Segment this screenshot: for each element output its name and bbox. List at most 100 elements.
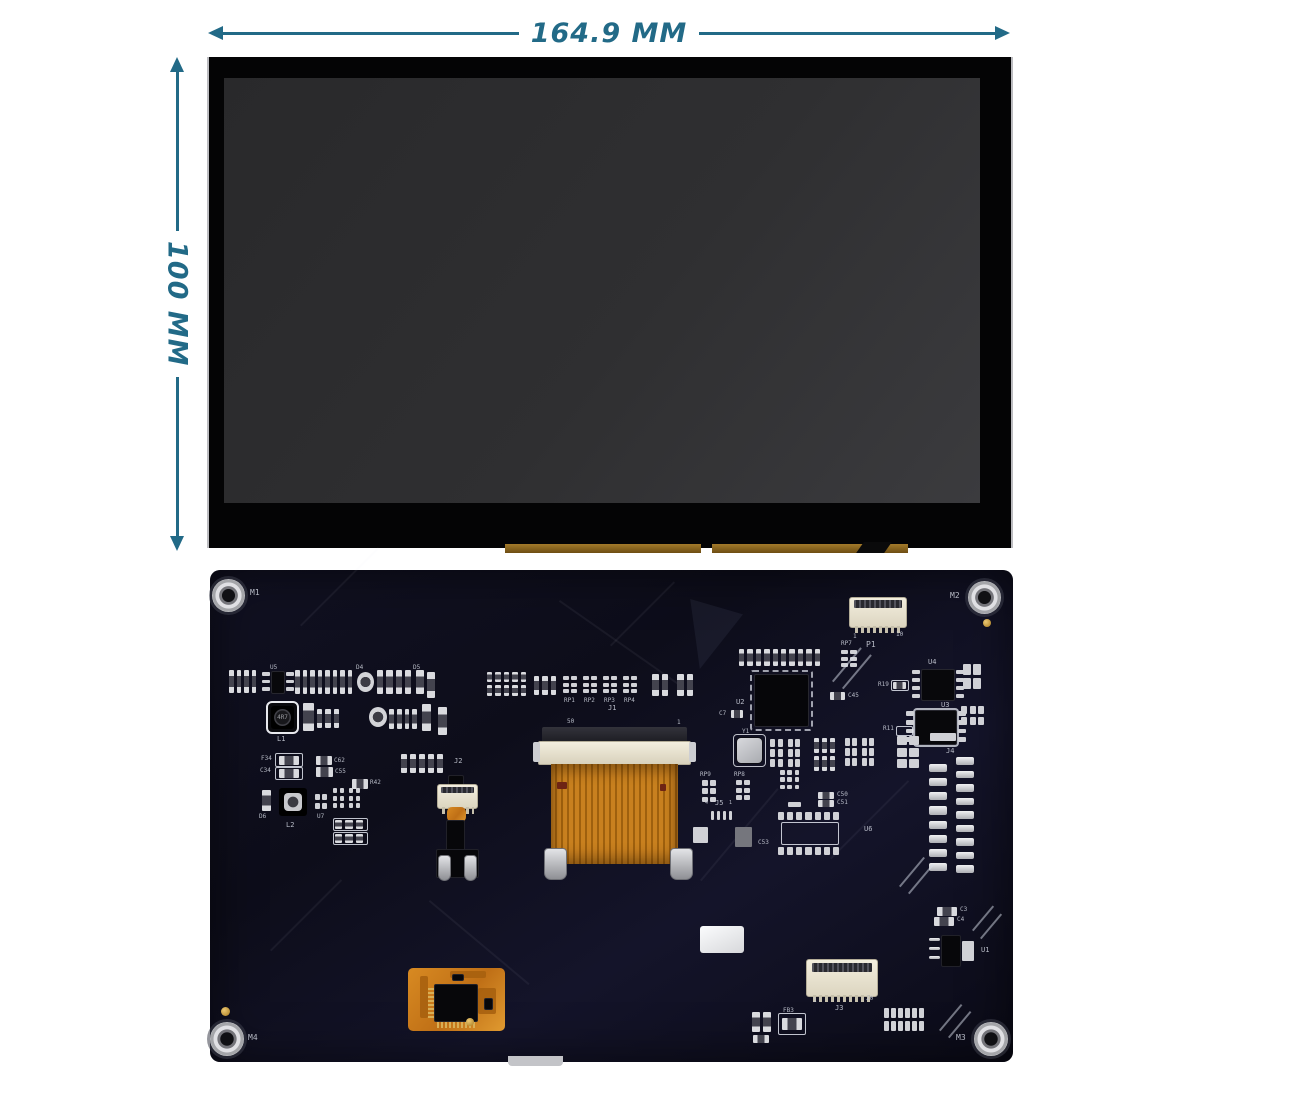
silkscreen-label: L1 xyxy=(277,735,286,743)
smd-row xyxy=(487,672,529,682)
silkscreen-label: U6 xyxy=(864,825,873,833)
pad-column xyxy=(929,938,940,965)
smd-component xyxy=(438,707,447,735)
smd-cluster xyxy=(770,739,785,769)
smd-cluster xyxy=(963,664,983,691)
pad-row xyxy=(778,847,842,855)
smd-row xyxy=(229,670,259,693)
silkscreen-label: RP7 xyxy=(841,640,852,647)
silkscreen-label: R19 xyxy=(878,681,889,688)
smd-cluster xyxy=(349,788,362,811)
silkscreen-label: U7 xyxy=(317,813,325,820)
silkscreen-label: J3 xyxy=(835,1004,844,1012)
board-tab xyxy=(508,1056,563,1066)
silkscreen-label: RP8 xyxy=(734,771,745,778)
silkscreen-outline xyxy=(275,767,303,780)
ribbon-end-cap xyxy=(544,848,567,880)
solder-pad xyxy=(735,827,752,847)
silkscreen-line xyxy=(899,856,925,888)
height-dimension-label: 100 MM xyxy=(161,241,193,367)
flex-edge-strip xyxy=(505,544,701,553)
silkscreen-label: D5 xyxy=(413,664,421,671)
ic-chip xyxy=(262,671,294,694)
silkscreen-label: U4 xyxy=(928,658,937,666)
arrow-down-icon xyxy=(170,536,184,551)
smd-component xyxy=(937,907,957,916)
silkscreen-label: U3 xyxy=(941,701,950,709)
silkscreen-label: C45 xyxy=(848,692,859,699)
silkscreen-outline xyxy=(333,818,368,831)
diode-pad xyxy=(369,707,387,727)
silkscreen-label: M4 xyxy=(248,1033,258,1042)
smd-row xyxy=(752,1012,774,1032)
silkscreen-label: U2 xyxy=(736,698,745,706)
test-point xyxy=(466,1018,474,1026)
chip-component xyxy=(446,820,465,852)
silkscreen-label: D4 xyxy=(356,664,364,671)
smd-cluster xyxy=(333,788,346,811)
white-label xyxy=(700,926,744,953)
silkscreen-outline xyxy=(781,822,839,845)
smd-cluster xyxy=(841,650,859,670)
silkscreen-label: J2 xyxy=(454,757,463,765)
silkscreen-label: C51 xyxy=(837,799,848,806)
silkscreen-label: P1 xyxy=(866,640,876,649)
smd-row xyxy=(677,674,696,696)
silkscreen-label: M3 xyxy=(956,1033,966,1042)
silkscreen-label: J1 xyxy=(608,704,617,712)
silkscreen-outline xyxy=(891,680,909,691)
screw-hole xyxy=(974,1022,1008,1056)
smd-row xyxy=(335,820,366,829)
smd-component xyxy=(279,769,299,778)
smd-row xyxy=(335,834,366,843)
lcd-screen xyxy=(224,78,980,503)
lcd-front-view xyxy=(207,57,1013,548)
silkscreen-label: U1 xyxy=(981,946,990,954)
fpc-connector xyxy=(806,959,878,1002)
ribbon-end-cap xyxy=(438,855,451,881)
silkscreen-outline xyxy=(896,726,913,736)
test-point xyxy=(983,619,991,627)
smd-cluster xyxy=(736,780,752,803)
silkscreen-label: C7 xyxy=(719,710,727,717)
silkscreen-outline xyxy=(778,1013,806,1035)
silkscreen-label: C34 xyxy=(260,767,271,774)
chip-pins xyxy=(428,988,434,1018)
smd-cluster xyxy=(583,676,599,696)
smd-component xyxy=(818,792,834,799)
flex-marking xyxy=(660,784,666,791)
smd-component xyxy=(279,756,299,765)
test-point xyxy=(221,1007,230,1016)
solder-pad xyxy=(930,733,956,741)
smd-cluster xyxy=(603,676,619,696)
smd-cluster xyxy=(897,736,921,771)
pad-row xyxy=(711,811,735,820)
smd-component xyxy=(830,692,845,700)
silkscreen-label: L2 xyxy=(286,821,295,829)
silkscreen-label: R11 xyxy=(883,725,894,732)
smd-cluster xyxy=(862,738,876,768)
solder-pad xyxy=(788,802,801,807)
silkscreen-label: 4 xyxy=(705,800,709,806)
silkscreen-line xyxy=(300,547,380,627)
smd-cluster xyxy=(780,770,802,792)
smd-cluster xyxy=(961,706,987,727)
arrow-left-icon xyxy=(208,26,223,40)
silkscreen-label: RP9 xyxy=(700,771,711,778)
silkscreen-label: 20 xyxy=(866,995,874,1002)
smd-cluster xyxy=(788,739,802,769)
smd-component xyxy=(731,710,743,718)
silkscreen-label: D6 xyxy=(259,813,267,820)
smd-row xyxy=(814,756,838,771)
smd-cluster xyxy=(315,794,329,811)
silkscreen-line xyxy=(908,863,934,895)
silkscreen-label: 10 xyxy=(896,631,904,638)
smd-component xyxy=(427,672,435,698)
chip-pins xyxy=(437,1022,475,1028)
smd-row xyxy=(487,685,529,696)
silkscreen-label: C4 xyxy=(957,916,965,923)
dimension-line xyxy=(223,31,519,35)
smd-component xyxy=(352,779,368,789)
smd-component xyxy=(316,767,333,777)
